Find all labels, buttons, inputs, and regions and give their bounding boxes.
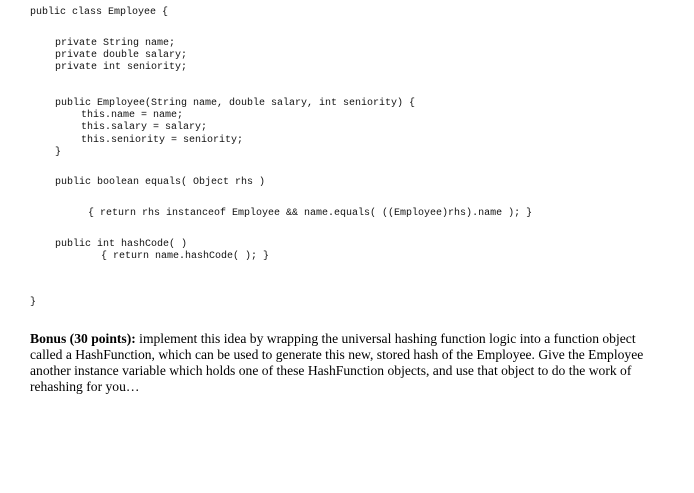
field-salary: private double salary; — [55, 50, 188, 61]
constructor-line-name: this.name = name; — [81, 110, 184, 121]
hashcode-body: { return name.hashCode( ); } — [101, 251, 270, 262]
constructor-line-seniority: this.seniority = seniority; — [81, 135, 244, 146]
field-seniority: private int seniority; — [55, 62, 188, 73]
constructor-signature: public Employee(String name, double sala… — [55, 98, 416, 109]
hashcode-signature: public int hashCode( ) — [55, 239, 188, 250]
bonus-text: implement this idea by wrapping the univ… — [30, 331, 644, 394]
constructor-line-salary: this.salary = salary; — [81, 122, 208, 133]
equals-signature: public boolean equals( Object rhs ) — [55, 177, 266, 188]
class-declaration: public class Employee { — [30, 7, 169, 18]
bonus-paragraph: Bonus (30 points): implement this idea b… — [30, 331, 662, 395]
bonus-label: Bonus (30 points): — [30, 331, 136, 346]
field-name: private String name; — [55, 38, 176, 49]
constructor-close-brace: } — [55, 147, 62, 158]
class-close-brace: } — [30, 297, 37, 308]
equals-body: { return rhs instanceof Employee && name… — [88, 208, 533, 219]
